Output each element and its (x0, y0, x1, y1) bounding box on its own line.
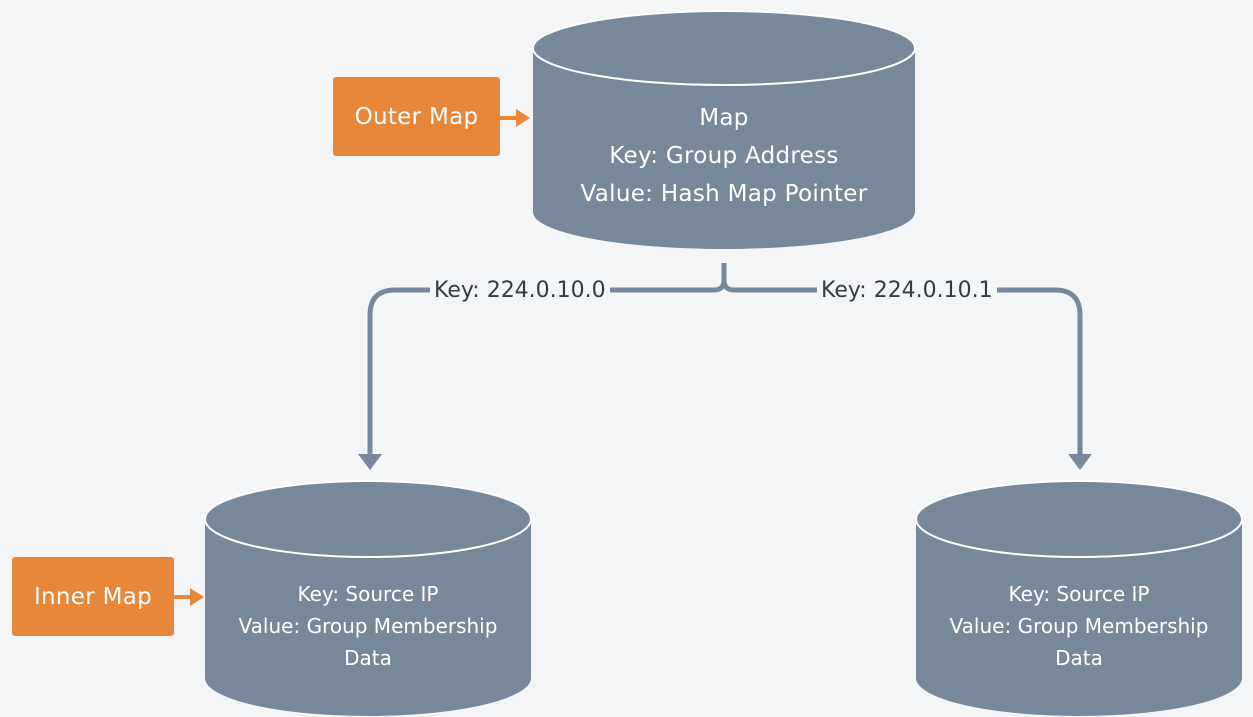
inner-map-tag: Inner Map (12, 557, 174, 636)
brace-connector-right (721, 279, 1083, 455)
outer-map-key: Key: Group Address (609, 143, 839, 169)
inner-left-value-cont: Data (344, 646, 392, 670)
inner-right-value: Value: Group Membership (949, 614, 1209, 638)
inner-tag-arrowhead (190, 588, 204, 606)
edge-label-left: Key: 224.0.10.0 (430, 278, 610, 304)
inner-left-value: Value: Group Membership (238, 614, 498, 638)
outer-tag-arrowhead (516, 109, 530, 127)
outer-map-text: Map Key: Group Address Value: Hash Map P… (533, 99, 915, 213)
inner-right-key: Key: Source IP (1008, 582, 1150, 606)
edge-label-right: Key: 224.0.10.1 (817, 278, 997, 304)
inner-map-left-cylinder (204, 480, 532, 716)
outer-map-title: Map (699, 105, 749, 131)
inner-left-key: Key: Source IP (297, 582, 439, 606)
inner-right-value-cont: Data (1055, 646, 1103, 670)
inner-map-right-cylinder (915, 480, 1243, 716)
inner-right-text: Key: Source IP Value: Group Membership D… (916, 578, 1242, 674)
inner-left-text: Key: Source IP Value: Group Membership D… (205, 578, 531, 674)
arrowhead-right (1068, 454, 1092, 470)
outer-map-value: Value: Hash Map Pointer (580, 181, 868, 207)
arrowhead-left (358, 454, 382, 470)
outer-map-cylinder (532, 10, 916, 249)
outer-map-tag: Outer Map (333, 77, 500, 156)
